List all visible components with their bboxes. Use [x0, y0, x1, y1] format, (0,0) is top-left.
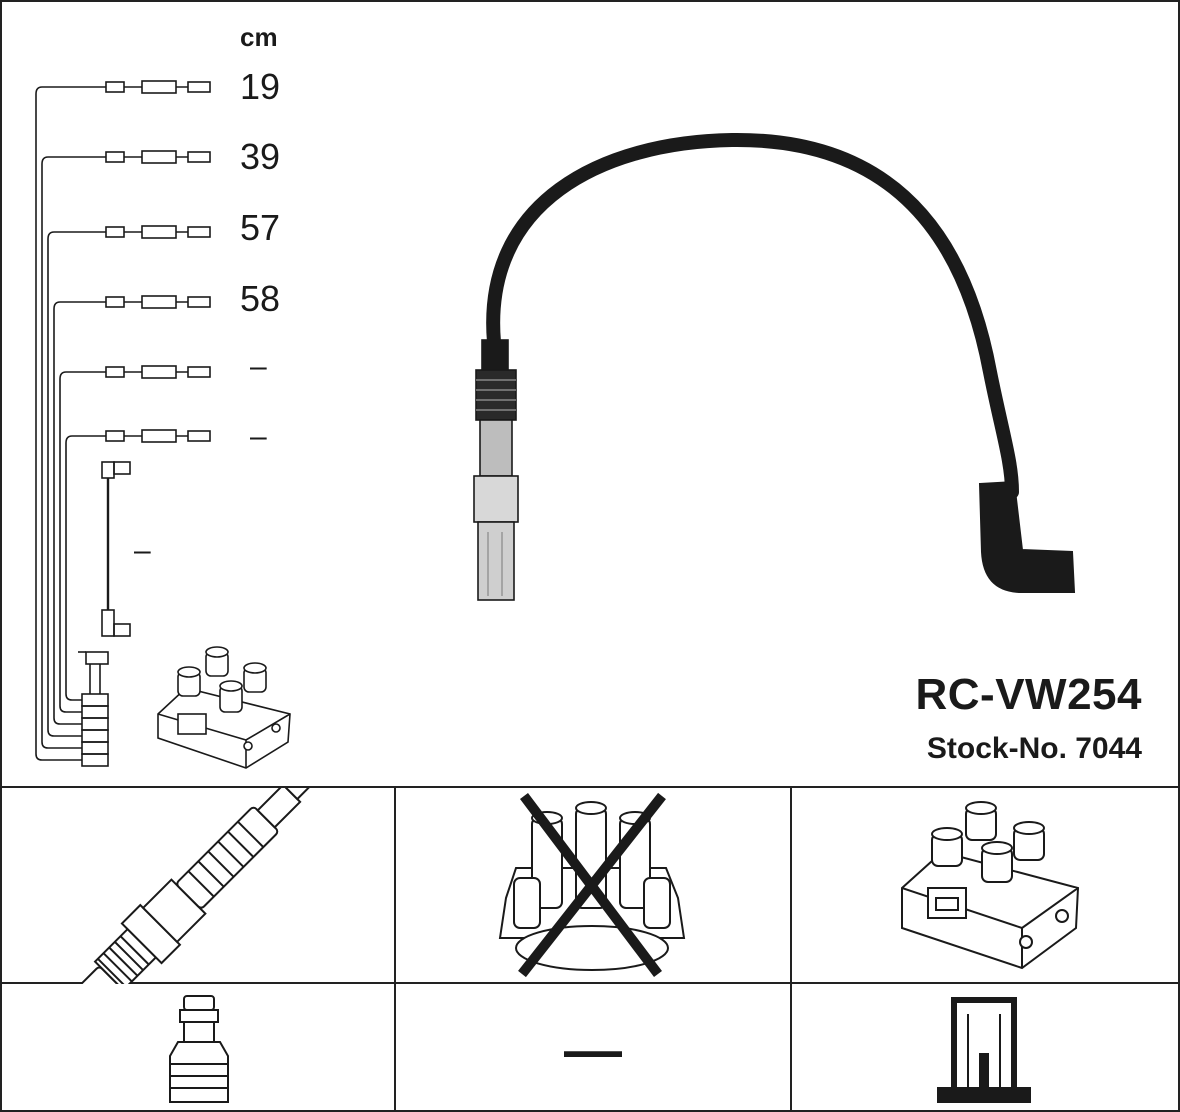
stock-number: Stock-No. 7044 [926, 732, 1142, 765]
plug-boot-cell [2, 984, 396, 1110]
center-value-cell: — [396, 984, 792, 1110]
coil-terminal-icon [937, 997, 1031, 1103]
length-label-4: 58 [240, 278, 281, 319]
wire-set-panel: cm 19 39 57 58 – – – [2, 2, 1178, 788]
length-label-2: 39 [240, 136, 281, 177]
length-label-5: – [250, 350, 267, 383]
compatibility-grid: — [2, 788, 1178, 1110]
length-label-3: 57 [240, 207, 281, 248]
spark-plug-cell [2, 788, 396, 984]
coil-wire-length-label: – [134, 534, 151, 567]
length-label-6: – [250, 420, 267, 453]
ignition-lead-drawing [473, 132, 1076, 601]
distributor-cap-cell [396, 788, 792, 984]
wire-set-schematic [35, 80, 291, 769]
center-value-dash: — [564, 1018, 622, 1083]
length-unit-label: cm [240, 22, 278, 52]
part-number: RC-VW254 [915, 670, 1142, 719]
ignition-coil-cell [792, 788, 1178, 984]
distributor-cap-crossed-icon [498, 792, 686, 978]
length-label-1: 19 [240, 66, 281, 107]
ignition-coil-icon [901, 801, 1080, 970]
coil-terminal-cell [792, 984, 1178, 1110]
plug-boot-icon [169, 995, 229, 1103]
spark-plug-icon [78, 788, 312, 984]
